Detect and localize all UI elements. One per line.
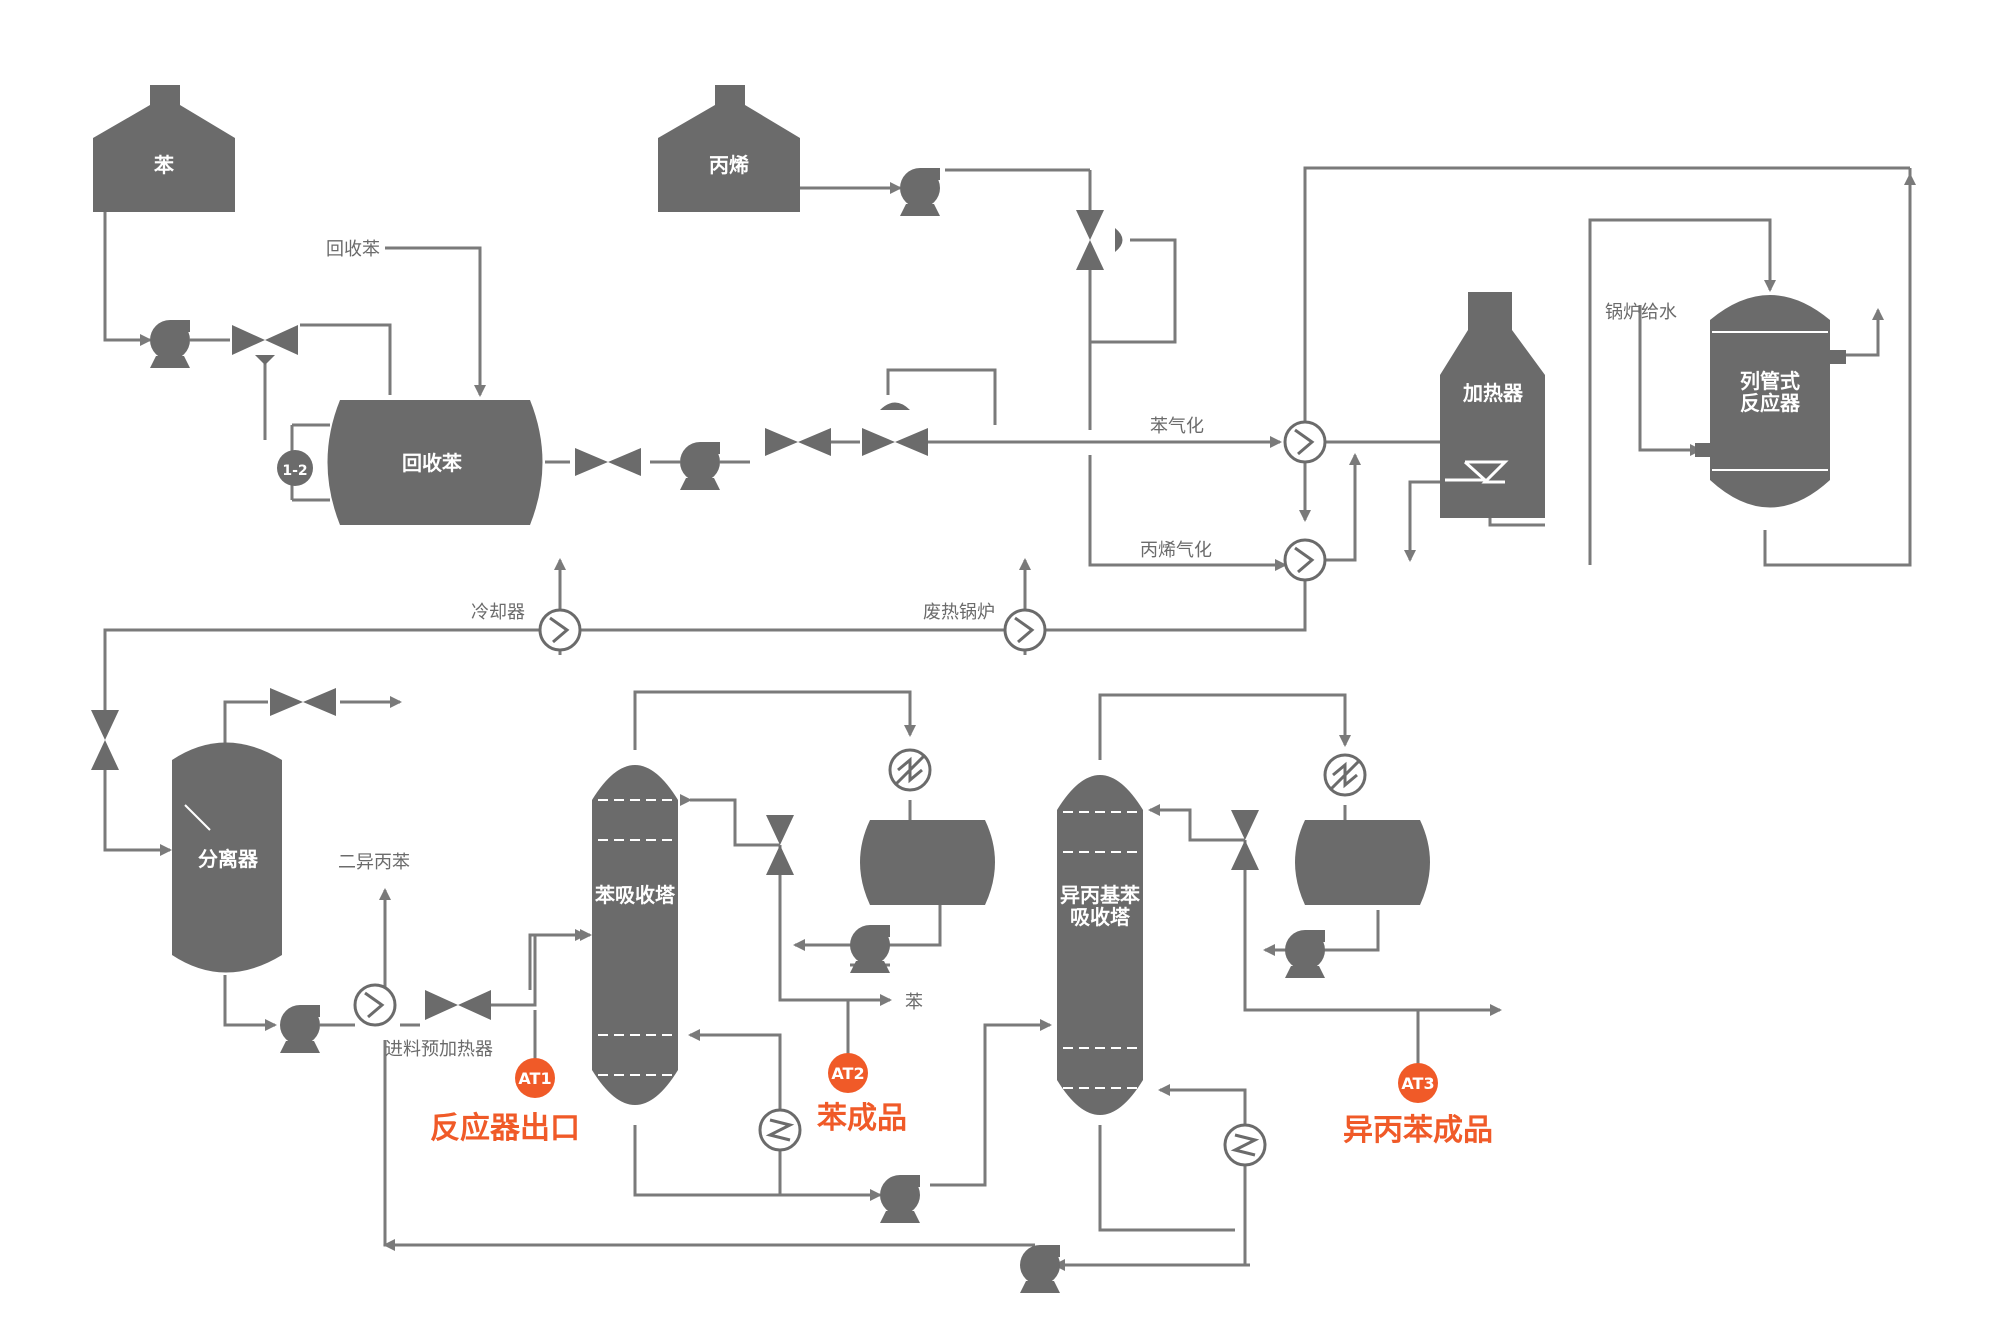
propylene-tank-label: 丙烯 bbox=[709, 153, 749, 177]
label-waste-heat-boiler: 废热锅炉 bbox=[923, 602, 995, 623]
at2-label: 苯成品 bbox=[817, 1101, 907, 1136]
benzene-reflux-drum bbox=[860, 820, 995, 905]
cumene-reflux-drum bbox=[1295, 820, 1430, 905]
hx-benzene-reboiler bbox=[758, 1108, 802, 1152]
valves bbox=[91, 210, 1259, 1020]
pump-cumene-reflux bbox=[1285, 930, 1325, 978]
label-benzene-out: 苯 bbox=[905, 992, 923, 1013]
hx-feed-preheater bbox=[353, 983, 397, 1027]
pumps bbox=[150, 168, 1325, 1293]
hx-cumene-reboiler bbox=[1223, 1123, 1267, 1167]
level-indicator-label: 1-2 bbox=[282, 463, 307, 479]
stream-labels: 回收苯 苯气化 丙烯气化 锅炉给水 冷却器 废热锅炉 二异丙苯 进料预加热器 苯 bbox=[326, 239, 1677, 1060]
separator: 分离器 bbox=[172, 742, 282, 973]
pump-benzene-reflux bbox=[850, 925, 890, 973]
benzene-tank-label: 苯 bbox=[153, 153, 174, 177]
hx-benzene-condenser bbox=[888, 748, 932, 792]
label-propylene-vapor: 丙烯气化 bbox=[1140, 540, 1212, 561]
label-cooler: 冷却器 bbox=[471, 602, 525, 623]
hx-propylene-vapor bbox=[1283, 538, 1327, 582]
at1-label: 反应器出口 bbox=[430, 1111, 580, 1146]
heater: 加热器 bbox=[1440, 292, 1545, 518]
benzene-absorber: 苯吸收塔 bbox=[592, 765, 678, 1105]
at1-tag: AT1 bbox=[518, 1069, 551, 1088]
pump-separator bbox=[280, 1005, 320, 1053]
analyzer-at1: AT1 反应器出口 bbox=[430, 1058, 580, 1146]
recovered-benzene-drum: 回收苯 bbox=[327, 400, 543, 525]
separator-label: 分离器 bbox=[198, 847, 259, 871]
label-boiler-feedwater: 锅炉给水 bbox=[1605, 302, 1677, 323]
at3-label: 异丙苯成品 bbox=[1343, 1113, 1493, 1148]
level-indicator: 1-2 bbox=[277, 450, 313, 486]
pump-benzene-bottoms bbox=[880, 1175, 920, 1223]
benzene-tank: 苯 bbox=[93, 85, 235, 212]
pump-propylene bbox=[900, 168, 940, 216]
benzene-absorber-label: 苯吸收塔 bbox=[594, 883, 676, 907]
pipes bbox=[103, 166, 1916, 1271]
label-benzene-vapor: 苯气化 bbox=[1150, 416, 1204, 437]
cumene-absorber-label-line2: 吸收塔 bbox=[1070, 905, 1131, 929]
recovered-benzene-drum-label: 回收苯 bbox=[402, 451, 462, 475]
hx-waste-heat-boiler bbox=[1003, 608, 1047, 652]
label-recovered-benzene: 回收苯 bbox=[326, 239, 380, 260]
heater-label: 加热器 bbox=[1462, 381, 1524, 405]
heat-exchangers bbox=[353, 420, 1367, 1167]
pump-cumene-bottoms bbox=[1020, 1245, 1060, 1293]
label-diisopropylbenzene: 二异丙苯 bbox=[338, 852, 410, 873]
analyzer-at3: AT3 异丙苯成品 bbox=[1343, 1063, 1493, 1148]
pump-benzene bbox=[150, 320, 190, 368]
hx-benzene-vapor bbox=[1283, 420, 1327, 464]
reactor-label-line1: 列管式 bbox=[1740, 369, 1800, 393]
pump-recovered-benzene bbox=[680, 442, 720, 490]
hx-cumene-condenser bbox=[1323, 753, 1367, 797]
cumene-absorber: 异丙基苯 吸收塔 bbox=[1057, 775, 1143, 1115]
tubular-reactor: 列管式 反应器 bbox=[1695, 295, 1846, 508]
at2-tag: AT2 bbox=[831, 1064, 864, 1083]
at3-tag: AT3 bbox=[1401, 1074, 1434, 1093]
label-feed-preheater: 进料预加热器 bbox=[385, 1039, 493, 1060]
hx-cooler bbox=[538, 608, 582, 652]
cumene-absorber-label-line1: 异丙基苯 bbox=[1060, 883, 1140, 907]
analyzer-at2: AT2 苯成品 bbox=[817, 1053, 907, 1136]
propylene-tank: 丙烯 bbox=[658, 85, 800, 212]
reactor-label-line2: 反应器 bbox=[1740, 391, 1801, 415]
